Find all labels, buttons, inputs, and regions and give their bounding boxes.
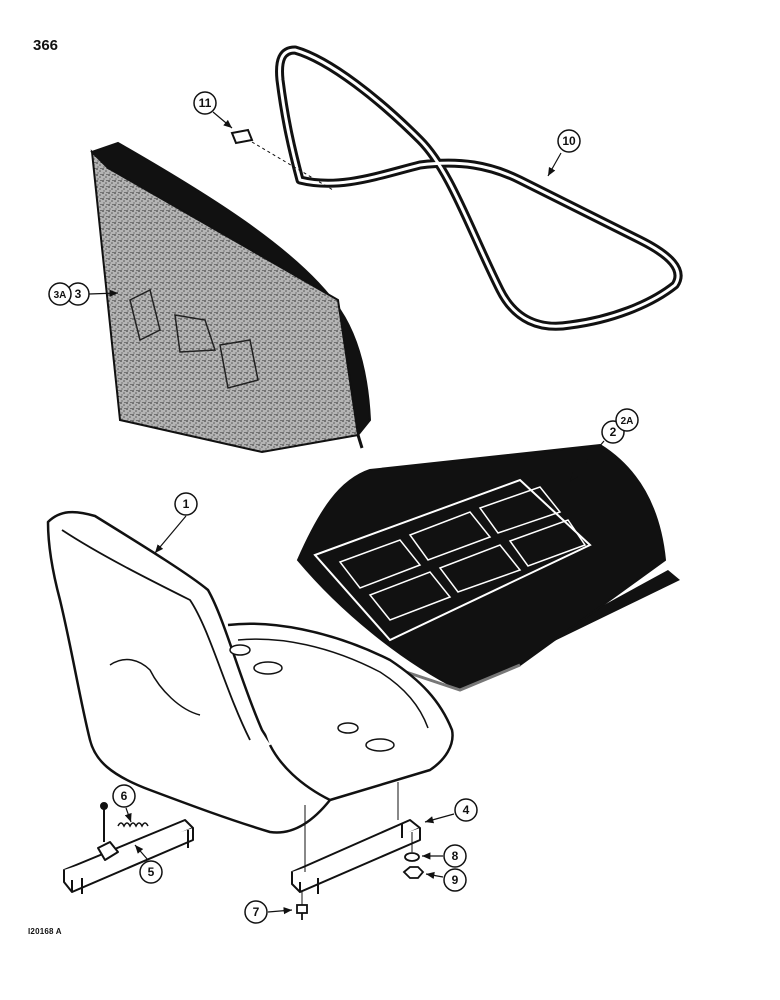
callout-2a: 2A	[615, 408, 639, 432]
alignment-lines	[301, 782, 413, 905]
callout-1: 1	[154, 492, 198, 554]
page-number: 366	[33, 37, 59, 54]
callout-5: 5	[134, 844, 163, 884]
svg-text:4: 4	[463, 803, 470, 817]
figure-code: I20168 A	[28, 927, 62, 936]
svg-text:8: 8	[452, 849, 459, 863]
lock-washer	[404, 852, 420, 862]
seat-cushion	[296, 443, 680, 692]
svg-text:2A: 2A	[621, 416, 634, 427]
callout-10: 10	[547, 129, 581, 177]
svg-text:7: 7	[253, 905, 260, 919]
callout-3: 3	[66, 282, 119, 306]
hex-nut	[402, 866, 425, 879]
callout-8: 8	[422, 844, 467, 868]
svg-text:9: 9	[452, 873, 459, 887]
left-slide-rail	[63, 802, 194, 894]
svg-text:2: 2	[610, 425, 617, 439]
callout-3a: 3A	[48, 282, 72, 306]
svg-text:10: 10	[562, 134, 576, 148]
svg-text:3: 3	[75, 287, 82, 301]
right-slide-rail	[291, 819, 421, 894]
svg-text:3A: 3A	[54, 290, 67, 301]
callout-11: 11	[193, 91, 233, 129]
svg-text:6: 6	[121, 789, 128, 803]
callout-9: 9	[425, 868, 467, 892]
svg-text:1: 1	[183, 497, 190, 511]
callout-4: 4	[424, 798, 478, 824]
callout-7: 7	[244, 900, 293, 924]
callout-6: 6	[112, 784, 136, 823]
back-cushion	[90, 141, 372, 454]
weatherstrip-loop	[275, 45, 683, 331]
retainer-clip	[230, 128, 334, 191]
svg-text:5: 5	[148, 865, 155, 879]
seat-shell	[46, 510, 454, 834]
svg-text:11: 11	[199, 96, 212, 110]
tension-spring	[117, 822, 149, 828]
bolt	[296, 904, 308, 920]
